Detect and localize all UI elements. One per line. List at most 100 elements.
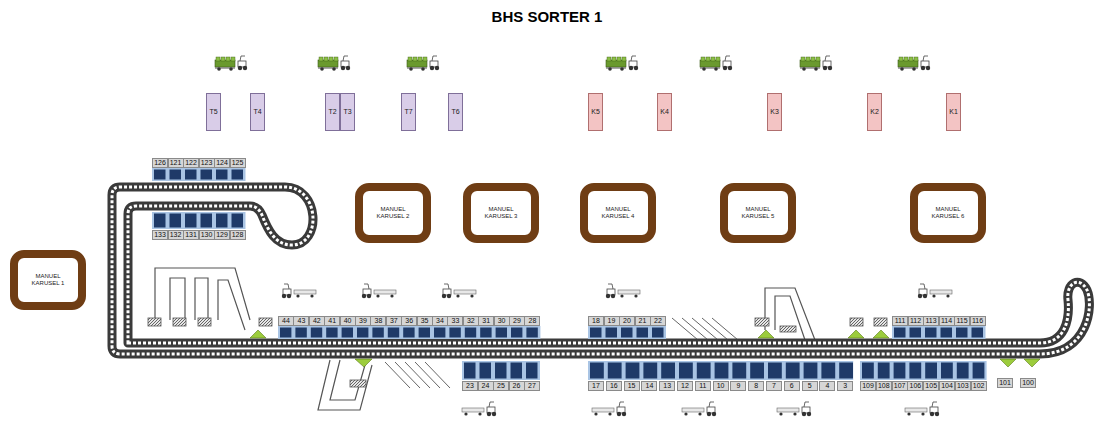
box-label: T3: [343, 108, 351, 116]
callout-number: 123: [199, 158, 215, 168]
chute-block: [342, 328, 353, 338]
chute-block: [357, 328, 368, 338]
box-label: MANUEL KARUSEL 1: [31, 273, 65, 286]
callout-number: 9: [730, 381, 746, 391]
callout-number: 19: [604, 316, 620, 326]
carousel-box: MANUEL KARUSEL 4: [580, 183, 656, 243]
callout-number: 125: [230, 158, 246, 168]
callout-number: 12: [677, 381, 693, 391]
chute-block: [661, 363, 675, 379]
chute-block: [185, 214, 197, 228]
make-up-box: K4: [657, 93, 672, 131]
lateral-box: T3: [340, 93, 355, 131]
callout-number: 44: [278, 316, 294, 326]
callout-number: 3: [837, 381, 853, 391]
chute-strip: [892, 326, 986, 339]
tug-vehicle: [430, 56, 439, 70]
chute-block: [511, 363, 523, 379]
tug-vehicle: [918, 284, 927, 298]
callout-number: 37: [386, 316, 402, 326]
chute-block: [941, 328, 953, 338]
callout-number: 132: [168, 230, 184, 240]
box-label: T5: [209, 108, 217, 116]
chute-block: [973, 363, 985, 379]
callout-number: 103: [955, 381, 971, 391]
diagram-title: BHS SORTER 1: [0, 8, 1094, 25]
chute-block: [201, 170, 213, 180]
chute-block: [804, 363, 818, 379]
chute-strip: [462, 361, 540, 380]
chute-block: [480, 363, 492, 379]
chute-block: [326, 328, 337, 338]
chute-block: [643, 363, 657, 379]
baggage-cart: [682, 402, 716, 416]
callout-number: 33: [447, 316, 463, 326]
chute-block: [232, 214, 244, 228]
chute-block: [608, 363, 622, 379]
callout-number: 108: [876, 381, 892, 391]
carousel-box: MANUEL KARUSEL 3: [463, 183, 539, 243]
box-label: T4: [253, 108, 261, 116]
callout-number: 122: [183, 158, 199, 168]
callout-number: 6: [784, 381, 800, 391]
callout-number: 43: [293, 316, 309, 326]
chute-block: [894, 363, 906, 379]
lateral-box: T5: [206, 93, 221, 131]
chute-block: [465, 328, 476, 338]
chute-strip: [278, 326, 540, 339]
callout-number: 31: [478, 316, 494, 326]
carousel-box: MANUEL KARUSEL 1: [10, 250, 86, 310]
tug-vehicle: [802, 402, 811, 416]
lateral-box: T2: [325, 93, 340, 131]
chute-block: [185, 170, 197, 180]
chute-block: [372, 328, 383, 338]
tug-vehicle: [282, 284, 291, 298]
callout-number: 8: [748, 381, 764, 391]
tug-vehicle: [341, 56, 350, 70]
chute-block: [201, 214, 213, 228]
callout-number: 22: [650, 316, 666, 326]
chute-block: [956, 328, 968, 338]
tug-vehicle: [442, 284, 451, 298]
chute-block: [862, 363, 874, 379]
callout-number: 130: [199, 230, 215, 240]
box-label: MANUEL KARUSEL 4: [601, 206, 635, 219]
tug-vehicle: [606, 284, 615, 298]
callout-number: 40: [340, 316, 356, 326]
chute-block: [526, 328, 537, 338]
lateral-box: T7: [401, 93, 416, 131]
chute-block: [821, 363, 835, 379]
carousel-box: MANUEL KARUSEL 6: [910, 183, 986, 243]
chute-block: [606, 328, 618, 338]
callout-number: 109: [860, 381, 876, 391]
chute-block: [679, 363, 693, 379]
callout-number: 16: [606, 381, 622, 391]
callout-number: 121: [168, 158, 184, 168]
callout-number: 112: [908, 316, 924, 326]
baggage-train: [700, 56, 732, 71]
baggage-train: [606, 56, 638, 71]
callout-number: 18: [588, 316, 604, 326]
callout-number: 24: [478, 381, 494, 391]
chute-block: [750, 363, 764, 379]
callout-number: 41: [324, 316, 340, 326]
baggage-train: [898, 56, 930, 71]
baggage-cart: [777, 402, 811, 416]
tug-vehicle: [723, 56, 732, 70]
chute-strip: [588, 361, 853, 380]
chute-strip: [588, 326, 666, 339]
chute-block: [232, 170, 244, 180]
baggage-cart: [462, 402, 496, 416]
chute-block: [626, 363, 640, 379]
baggage-train: [407, 56, 439, 71]
callout-number: 129: [214, 230, 230, 240]
chute-block: [434, 328, 445, 338]
box-label: T6: [451, 108, 459, 116]
chute-block: [697, 363, 711, 379]
callout-number: 17: [588, 381, 604, 391]
callout-number: 5: [802, 381, 818, 391]
callout-number: 100: [1020, 378, 1036, 388]
baggage-cart: [592, 402, 626, 416]
baggage-train: [215, 56, 247, 71]
baggage-cart: [442, 284, 476, 298]
